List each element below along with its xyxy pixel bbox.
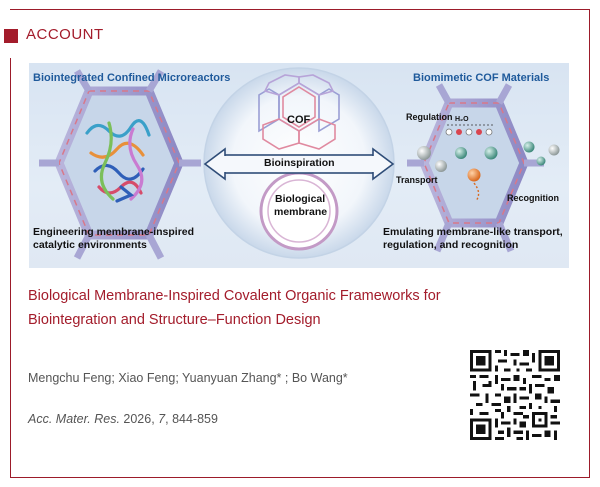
card-border-bottom bbox=[10, 477, 590, 478]
article-title[interactable]: Biological Membrane-Inspired Covalent Or… bbox=[28, 288, 441, 328]
citation-volume: 7 bbox=[158, 412, 166, 426]
water-molecules-icon bbox=[445, 124, 493, 136]
abstract-illustration bbox=[39, 67, 560, 260]
transport-label: Transport bbox=[396, 175, 438, 185]
regulation-label: Regulation bbox=[406, 112, 453, 122]
right-caption: Emulating membrane-like transport, regul… bbox=[383, 226, 563, 251]
bioinspiration-label: Bioinspiration bbox=[264, 157, 335, 169]
enzyme-icon bbox=[85, 119, 151, 203]
qr-code-icon[interactable] bbox=[470, 350, 560, 440]
card-border-right bbox=[589, 9, 590, 478]
right-heading: Biomimetic COF Materials bbox=[413, 72, 550, 84]
bioinspiration-arrow bbox=[203, 147, 395, 181]
cof-hexagon-icon bbox=[258, 74, 340, 150]
journal-name: Acc. Mater. Res. bbox=[28, 412, 120, 426]
citation-pages: 844-859 bbox=[172, 412, 218, 426]
card-border-left bbox=[10, 58, 11, 478]
water-label: H₂O bbox=[455, 116, 469, 123]
recognition-label: Recognition bbox=[507, 193, 559, 203]
qr-code-graphic bbox=[470, 350, 560, 440]
citation-year: 2026 bbox=[123, 412, 152, 426]
left-caption: Engineering membrane-inspired catalytic … bbox=[33, 226, 195, 251]
cof-label: COF bbox=[287, 114, 311, 126]
section-marker bbox=[4, 29, 18, 43]
left-framework-hexagon bbox=[39, 69, 201, 260]
membrane-label: membrane bbox=[274, 206, 328, 218]
author-list: Mengchu Feng; Xiao Feng; Yuanyuan Zhang*… bbox=[28, 371, 348, 385]
left-heading: Biointegrated Confined Microreactors bbox=[33, 72, 231, 84]
card-border-top bbox=[10, 9, 590, 10]
biological-label: Biological bbox=[275, 193, 326, 205]
section-label: ACCOUNT bbox=[26, 26, 104, 43]
citation: Acc. Mater. Res. 2026, 7, 844-859 bbox=[28, 412, 218, 426]
guest-molecules-icon bbox=[417, 141, 560, 202]
graphical-abstract[interactable]: Biointegrated Confined Microreactors Bio… bbox=[29, 63, 569, 268]
